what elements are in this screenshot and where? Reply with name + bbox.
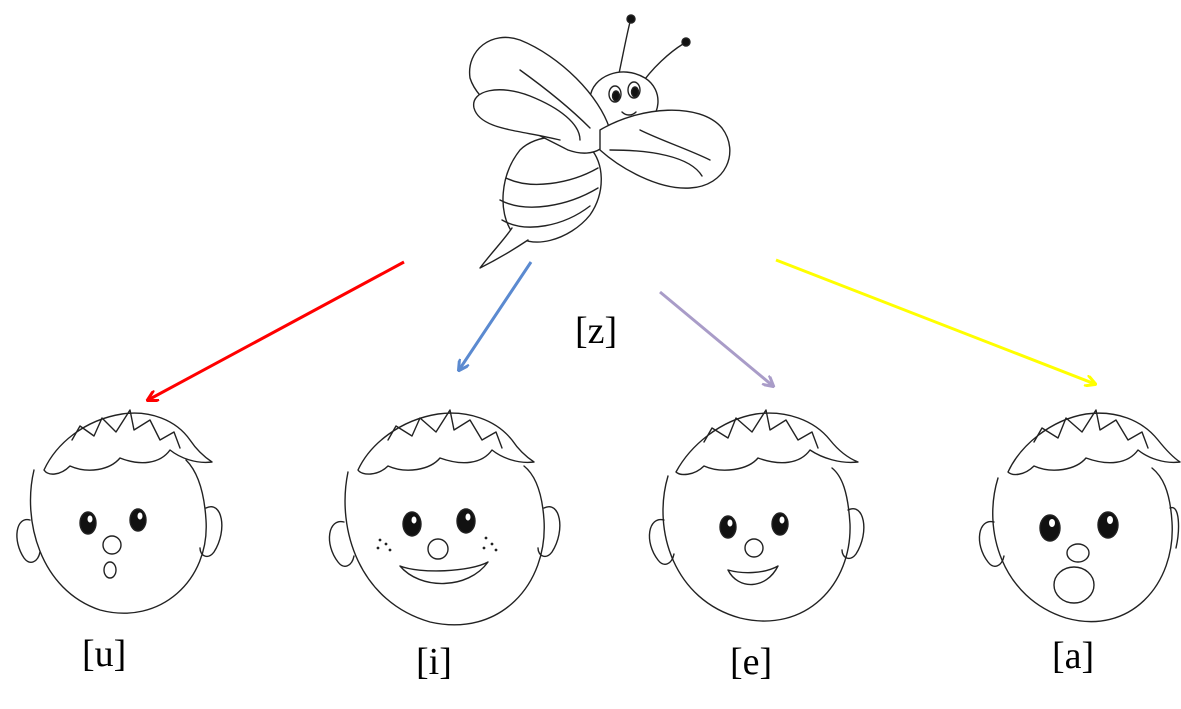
- vowel-i-label: [i]: [416, 641, 452, 683]
- vowel-u-label: [u]: [82, 633, 127, 675]
- arrow-to-i: [459, 261, 533, 370]
- face-a-icon: [978, 409, 1181, 623]
- face-u-icon: [16, 409, 223, 614]
- face-i-icon: [328, 409, 561, 626]
- face-e-icon: [648, 409, 865, 622]
- arrow-to-e: [659, 290, 773, 386]
- vowel-a-label: [a]: [1052, 635, 1095, 677]
- arrow-to-a: [775, 258, 1095, 384]
- arrow-to-u: [148, 260, 405, 400]
- vowel-e-label: [e]: [730, 641, 773, 683]
- bee-icon: [468, 14, 731, 269]
- bee-sound-label: [z]: [575, 310, 618, 352]
